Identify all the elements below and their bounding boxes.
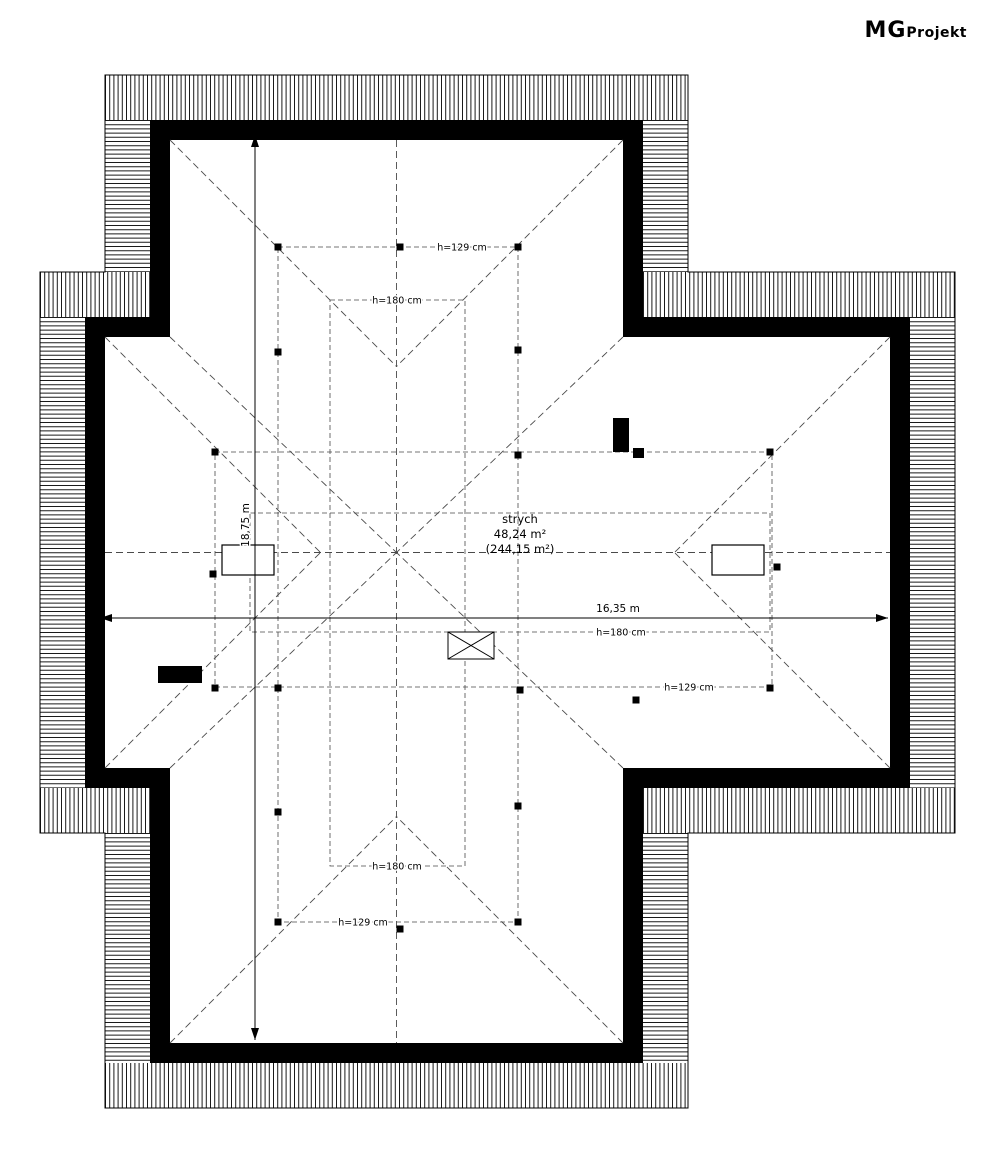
structural-markers — [209, 243, 781, 933]
hip-line — [104, 552, 321, 769]
contour-label-h129-bottom: h=129 cm — [338, 918, 388, 929]
hip-line — [674, 552, 891, 769]
mgprojekt-logo: MGProjekt — [864, 18, 967, 43]
arrow-right-icon — [876, 614, 888, 622]
valley-line — [396, 336, 624, 553]
marker-square — [514, 918, 522, 926]
marker-square — [274, 808, 282, 816]
marker-square — [514, 802, 522, 810]
marker-square — [274, 243, 282, 251]
roof-hatch-diagonal — [447, 631, 495, 660]
solid-block-left — [158, 666, 202, 683]
eaves-outline — [39, 74, 956, 1109]
hip-line — [396, 139, 624, 367]
marker-square — [396, 243, 404, 251]
marker-square — [211, 684, 219, 692]
chimney-right — [711, 544, 765, 576]
marker-square — [211, 448, 219, 456]
logo-projekt-text: Projekt — [906, 25, 967, 41]
arrow-left-icon — [100, 614, 112, 622]
contour-h180-vertical-arm — [329, 299, 466, 867]
roof-hatch-window — [447, 631, 495, 660]
valley-line — [396, 552, 624, 769]
room-name: strych — [502, 512, 538, 526]
dimension-width-label: 16,35 m — [596, 603, 640, 615]
room-label: strych 48,24 m² (244,15 m²) — [486, 512, 555, 556]
hip-line — [396, 816, 624, 1044]
marker-square — [274, 684, 282, 692]
marker-square — [632, 696, 640, 704]
marker-square — [514, 451, 522, 459]
marker-square — [396, 925, 404, 933]
contour-h129-horizontal-arm — [214, 451, 773, 688]
contour-label-h180-top: h=180 cm — [372, 296, 422, 307]
marker-square — [514, 346, 522, 354]
chimney-left — [221, 544, 275, 576]
arrow-down-icon — [251, 1028, 259, 1040]
room-area-total: (244,15 m²) — [486, 542, 555, 556]
marker-square — [274, 918, 282, 926]
marker-square — [514, 243, 522, 251]
marker-square — [516, 686, 524, 694]
dimension-vertical: 18,75 m — [239, 135, 259, 1040]
contour-label-h129-top: h=129 cm — [437, 243, 487, 254]
contour-label-h180-bottom: h=180 cm — [372, 862, 422, 873]
roof-penetrations — [158, 418, 765, 683]
marker-square — [773, 563, 781, 571]
logo-mg-text: MG — [864, 18, 907, 43]
hip-line — [104, 336, 321, 553]
marker-square — [274, 348, 282, 356]
solid-block-upper-right-small — [633, 448, 644, 458]
dimension-height-label: 18,75 m — [240, 503, 252, 547]
dimension-horizontal: 16,35 m — [100, 602, 888, 622]
hip-line — [674, 336, 891, 553]
arrow-up-icon — [251, 135, 259, 147]
valley-line — [169, 552, 397, 769]
solid-block-upper-right — [613, 418, 629, 452]
contour-label-h129-right: h=129 cm — [664, 683, 714, 694]
marker-square — [209, 570, 217, 578]
contour-label-h180-right: h=180 cm — [596, 628, 646, 639]
height-contours — [214, 246, 773, 923]
marker-square — [766, 684, 774, 692]
hip-line — [169, 139, 397, 367]
exterior-wall — [85, 120, 910, 1063]
valley-line — [169, 336, 397, 553]
hip-line — [169, 816, 397, 1044]
room-area: 48,24 m² — [494, 527, 546, 541]
contour-labels: h=129 cm h=180 cm h=180 cm h=129 cm h=18… — [337, 241, 716, 930]
contour-h129-vertical-arm — [277, 246, 519, 923]
marker-square — [766, 448, 774, 456]
eaves-hatching — [40, 75, 955, 1108]
